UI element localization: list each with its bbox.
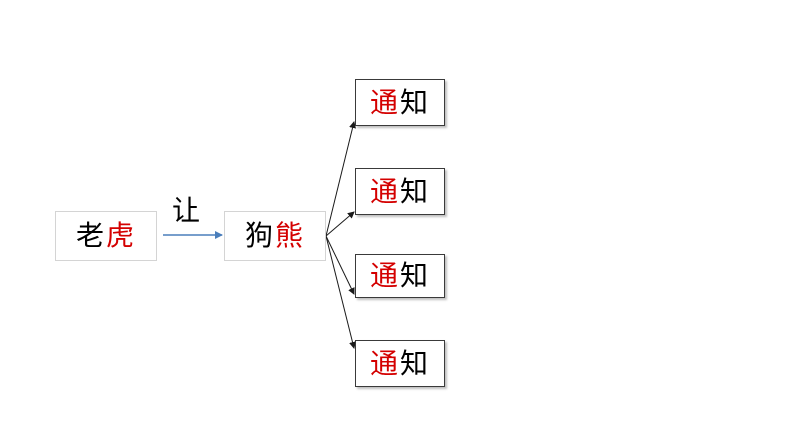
target-1-char-2: 知: [400, 85, 431, 119]
edge-label: 让: [172, 194, 201, 227]
arrow-to-target-2: [325, 211, 355, 237]
target-node-2: 通知: [355, 168, 445, 215]
middle-char-1: 狗: [244, 219, 275, 252]
target-node-3: 通知: [355, 254, 445, 298]
middle-node: 狗熊: [224, 211, 326, 261]
arrow-to-target-4: [325, 235, 356, 349]
target-3-char-2: 知: [400, 259, 431, 292]
source-node: 老虎: [55, 211, 157, 261]
target-1-char-1: 通: [369, 85, 400, 119]
arrow-to-target-1: [325, 121, 356, 237]
target-node-4: 通知: [355, 340, 445, 387]
target-node-1: 通知: [355, 79, 445, 126]
target-2-char-1: 通: [369, 174, 400, 208]
source-char-2: 虎: [106, 219, 137, 252]
middle-char-2: 熊: [275, 219, 306, 252]
target-4-char-1: 通: [369, 346, 400, 380]
target-4-char-2: 知: [400, 346, 431, 380]
target-3-char-1: 通: [369, 259, 400, 292]
target-2-char-2: 知: [400, 174, 431, 208]
arrow-to-target-3: [325, 235, 355, 295]
source-char-1: 老: [75, 219, 106, 252]
